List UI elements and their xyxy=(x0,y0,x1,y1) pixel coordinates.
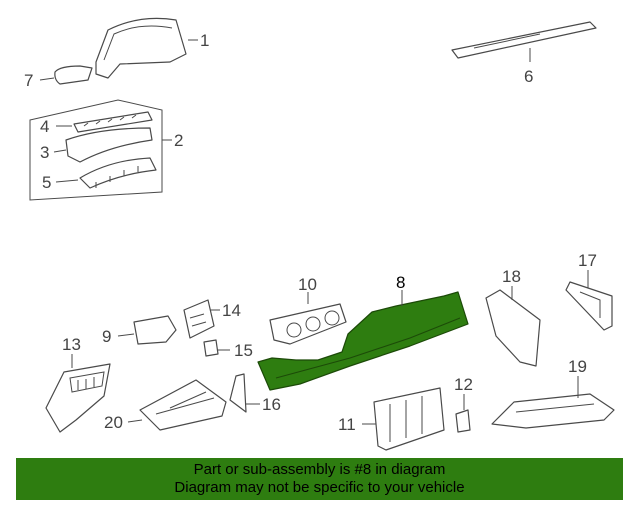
part-13-side-panel[interactable] xyxy=(45,363,111,433)
callout-20[interactable]: 20 xyxy=(104,413,123,432)
part-1-cluster-hood[interactable] xyxy=(95,17,187,79)
part-20-lower-cover[interactable] xyxy=(139,379,227,431)
part-4-trim-strip[interactable] xyxy=(73,111,153,133)
callout-19[interactable]: 19 xyxy=(568,357,587,376)
banner-part-line: Part or sub-assembly is #8 in diagram xyxy=(193,461,446,478)
part-19-lower-trim[interactable] xyxy=(491,393,615,429)
callout-6[interactable]: 6 xyxy=(524,67,533,86)
part-17-end-cap[interactable] xyxy=(565,281,613,331)
part-14-switch-panel[interactable] xyxy=(183,299,215,339)
callout-2[interactable]: 2 xyxy=(174,131,183,150)
leader-lines xyxy=(39,39,589,425)
part-18-side-cover[interactable] xyxy=(485,289,541,367)
callout-7[interactable]: 7 xyxy=(24,71,33,90)
part-10-control-panel[interactable] xyxy=(269,303,347,345)
part-3-panel[interactable] xyxy=(65,127,153,163)
part-11-glove-box[interactable] xyxy=(373,387,445,451)
callout-14[interactable]: 14 xyxy=(222,301,241,320)
part-8-dash-panel[interactable] xyxy=(257,291,469,391)
callout-18[interactable]: 18 xyxy=(502,267,521,286)
callout-9[interactable]: 9 xyxy=(102,327,111,346)
info-banner: Part or sub-assembly is #8 in diagram Di… xyxy=(16,458,623,500)
part-6-trim-strip[interactable] xyxy=(451,21,597,59)
callout-13[interactable]: 13 xyxy=(62,335,81,354)
part-7-cover[interactable] xyxy=(54,65,93,85)
sub-assembly-bracket-2 xyxy=(29,99,163,201)
callout-10[interactable]: 10 xyxy=(298,275,317,294)
callout-labels: 1 7 2 4 3 5 6 8 10 9 14 15 13 20 16 18 1… xyxy=(24,31,597,434)
banner-disclaimer-line: Diagram may not be specific to your vehi… xyxy=(174,479,465,496)
callout-15[interactable]: 15 xyxy=(234,341,253,360)
callout-3[interactable]: 3 xyxy=(40,143,49,162)
callout-11[interactable]: 11 xyxy=(338,415,356,434)
part-12-clip[interactable] xyxy=(455,409,471,433)
callout-17[interactable]: 17 xyxy=(578,251,597,270)
part-15-clip[interactable] xyxy=(203,339,219,357)
parts-diagram: 1 7 2 4 3 5 6 8 10 9 14 15 13 20 16 18 1… xyxy=(24,17,615,451)
part-5-lower-trim[interactable] xyxy=(79,157,157,189)
callout-12[interactable]: 12 xyxy=(454,375,473,394)
callout-16[interactable]: 16 xyxy=(262,395,281,414)
callout-5[interactable]: 5 xyxy=(42,173,51,192)
part-16-bracket[interactable] xyxy=(229,373,247,413)
part-9-switch-cover[interactable] xyxy=(133,315,177,345)
callout-4[interactable]: 4 xyxy=(40,117,49,136)
callout-8[interactable]: 8 xyxy=(396,273,405,292)
callout-1[interactable]: 1 xyxy=(200,31,209,50)
